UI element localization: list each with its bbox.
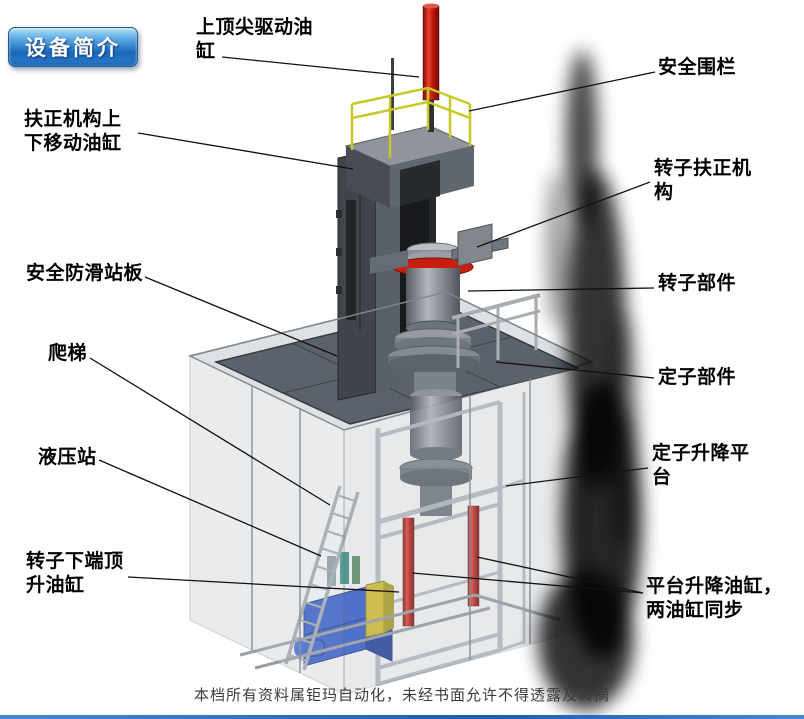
leader-lines [89, 56, 656, 594]
footer-watermark: 本档所有资料属钜玛自动化，未经书面允许不得透露及转摘 [193, 687, 610, 704]
label-ladder: 爬梯 [48, 343, 88, 364]
label-centralizer-move-cylinder: 扶正机构上下移动油缸 [24, 109, 122, 155]
rotor-centralizer-mechanism [370, 223, 509, 274]
leader-platform-lift-b [476, 556, 644, 594]
label-stator-part: 定子部件 [658, 367, 737, 388]
bottom-accent-bar [0, 715, 804, 719]
leader-rotor-centralizer [476, 181, 651, 248]
leader-rotor-jack-cylinder [127, 576, 400, 593]
leader-stator-part [495, 361, 655, 379]
shadow-smudge [538, 50, 642, 710]
leader-ladder [89, 357, 331, 506]
leader-anti-slip-plate [144, 276, 338, 357]
platform-lift-cylinders [402, 505, 480, 627]
label-platform-lift-cylinders: 平台升降油缸，两油缸同步 [646, 576, 783, 622]
label-anti-slip-plate: 安全防滑站板 [26, 263, 144, 284]
title-badge: 设备简介 [8, 27, 138, 67]
leader-centralizer-cylinder [137, 132, 354, 170]
top-tip-drive-cylinder [391, 3, 440, 132]
label-hydraulic-station: 液压站 [38, 447, 97, 468]
enclosure-glass-faces [189, 291, 593, 696]
leader-rotor-part [467, 287, 655, 292]
lift-frame-top [451, 293, 541, 368]
label-rotor-bottom-jack-cylinder: 转子下端顶升油缸 [26, 551, 124, 597]
label-rotor-centralizer: 转子扶正机构 [654, 158, 752, 204]
label-top-tip-drive-cylinder: 上顶尖驱动油缸 [196, 17, 314, 63]
leader-stator-lift-platform [505, 467, 649, 487]
leader-safety-fence [468, 71, 656, 112]
label-stator-lift-platform: 定子升降平台 [652, 443, 750, 489]
leader-top-tip-cylinder [221, 56, 420, 78]
stator-assembly [399, 372, 473, 516]
leader-hydraulic-station [98, 459, 322, 557]
label-safety-fence: 安全围栏 [658, 57, 737, 78]
leader-platform-lift-a [411, 572, 644, 594]
label-rotor-part: 转子部件 [658, 273, 737, 294]
